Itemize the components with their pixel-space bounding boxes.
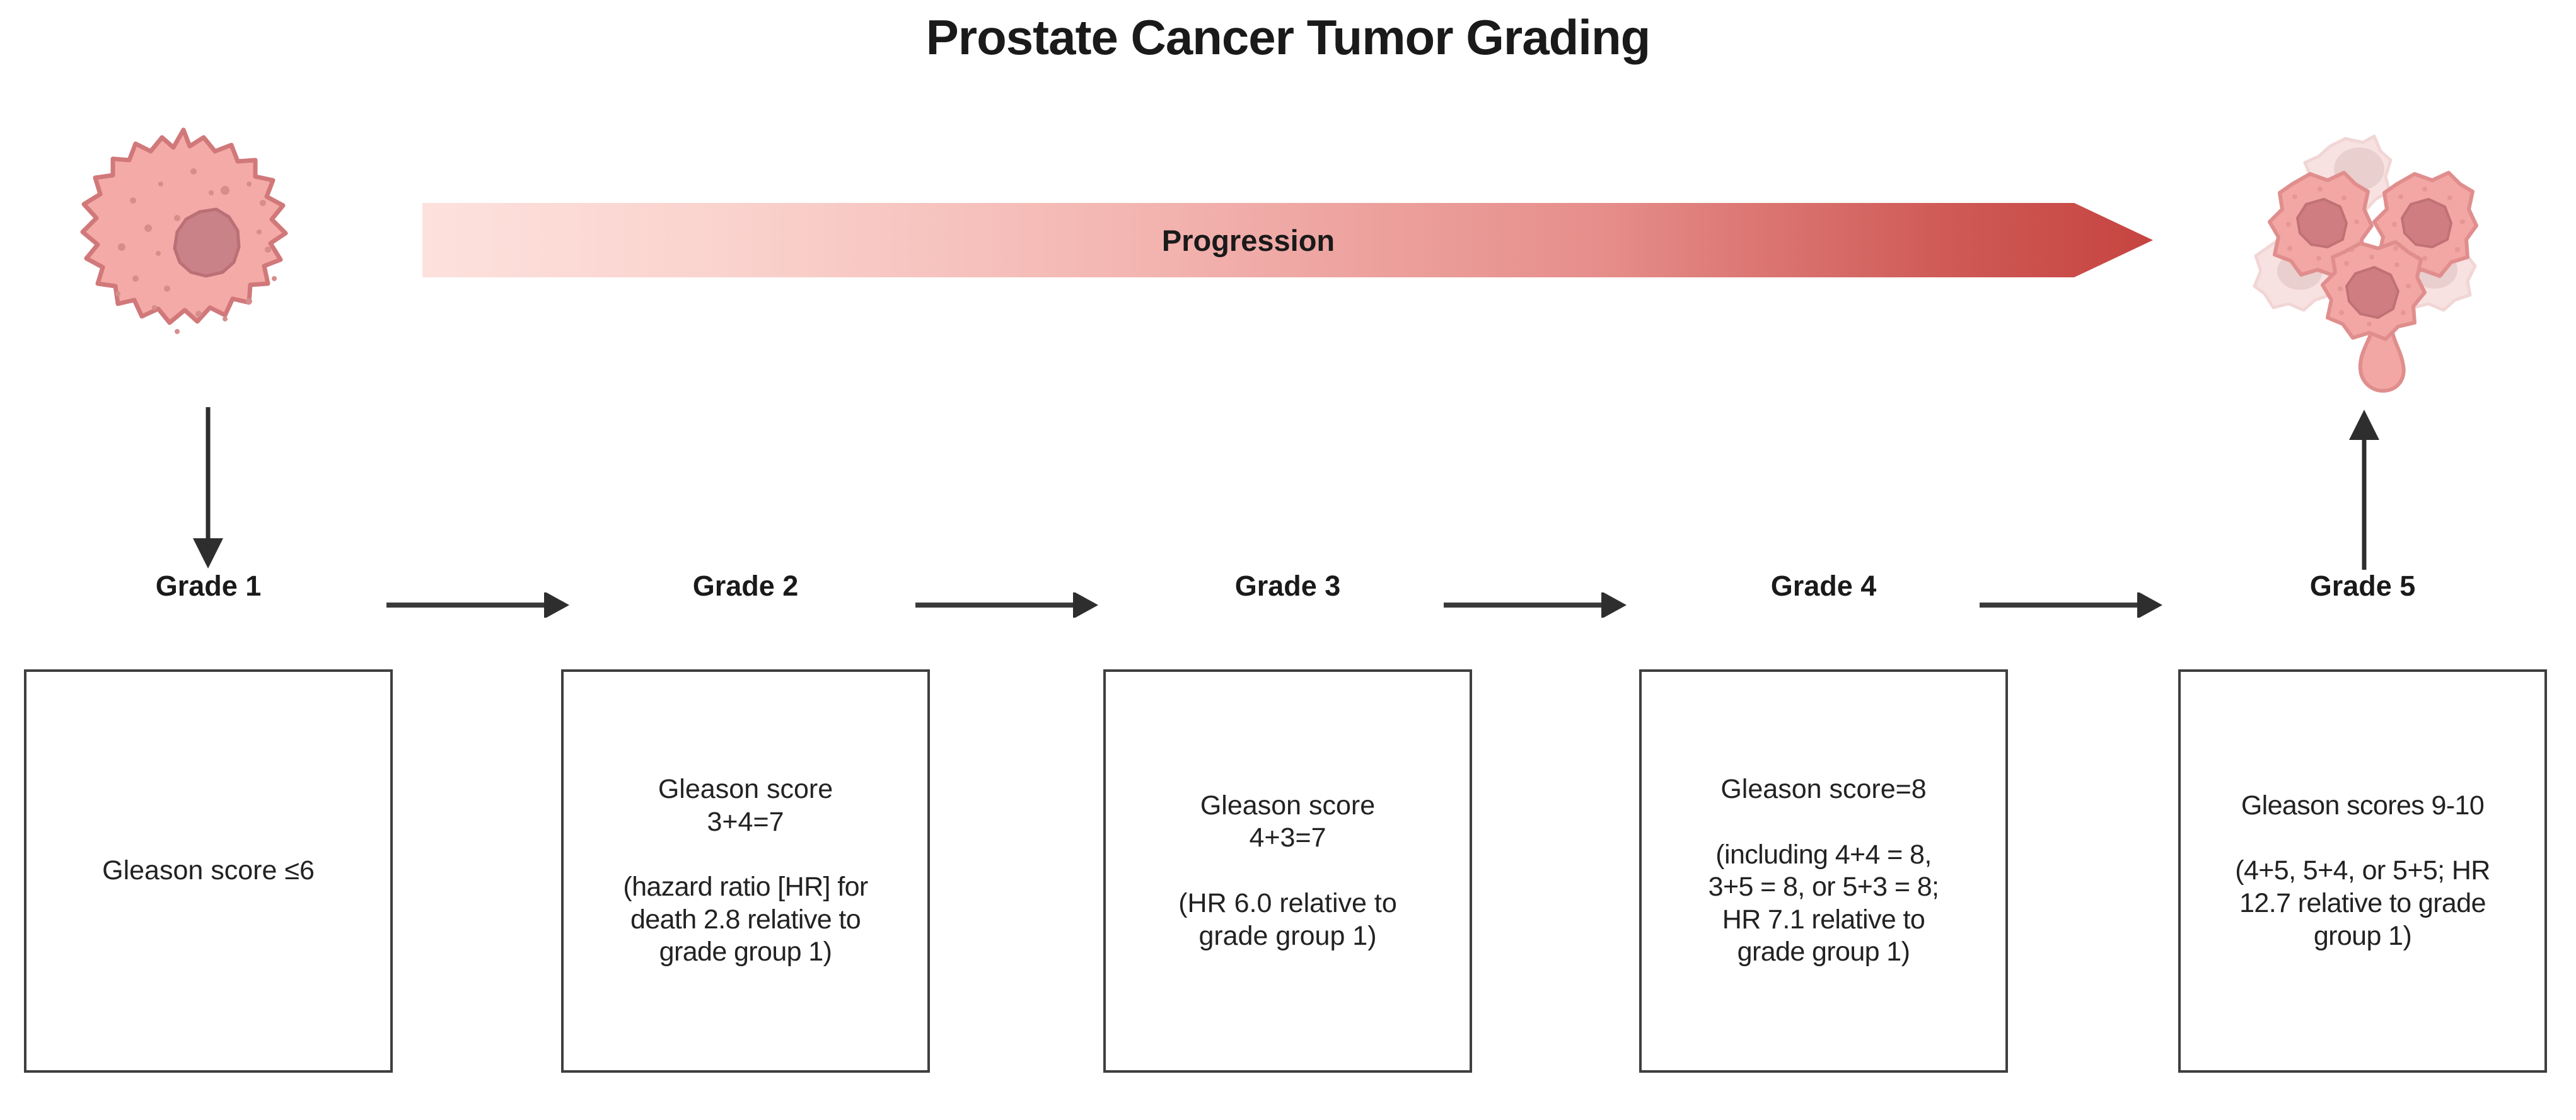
- grade-box-5: Gleason scores 9-10 (4+5, 5+4, or 5+5; H…: [2178, 669, 2547, 1073]
- grade-box-3: Gleason score 4+3=7 (HR 6.0 relative to …: [1103, 669, 1472, 1073]
- arrow-grade-3-to-4: [1444, 592, 1633, 618]
- grade-1-score: Gleason score ≤6: [102, 855, 315, 886]
- grade-2-score: Gleason score 3+4=7: [658, 774, 833, 837]
- page-title: Prostate Cancer Tumor Grading: [925, 9, 1651, 65]
- grade-label-2: Grade 2: [692, 570, 799, 602]
- grade-3-note: (HR 6.0 relative to grade group 1): [1178, 888, 1397, 951]
- grade-label-3: Grade 3: [1234, 570, 1341, 602]
- grade-box-2: Gleason score 3+4=7 (hazard ratio [HR] f…: [561, 669, 930, 1073]
- arrow-grade-2-to-3: [915, 592, 1105, 618]
- tumor-cell-cluster-icon: [2251, 124, 2515, 401]
- progression-arrow: [422, 203, 2153, 277]
- grade-4-score: Gleason score=8: [1720, 774, 1927, 805]
- grade-label-4: Grade 4: [1770, 570, 1877, 602]
- grade-box-1: Gleason score ≤6: [24, 669, 393, 1073]
- grade-2-note: (hazard ratio [HR] for death 2.8 relativ…: [623, 872, 868, 967]
- grade-label-5: Grade 5: [2309, 570, 2416, 602]
- single-tumor-cell-icon: [60, 124, 306, 363]
- arrow-grade-4-to-5: [1980, 592, 2169, 618]
- arrow-up-to-grade-5-cells: [2326, 398, 2402, 575]
- progression-label: Progression: [1161, 223, 1335, 257]
- grade-5-note: (4+5, 5+4, or 5+5; HR 12.7 relative to g…: [2235, 855, 2490, 951]
- grade-label-1: Grade 1: [155, 570, 262, 602]
- grade-3-score: Gleason score 4+3=7: [1200, 790, 1376, 853]
- arrow-grade-1-to-2: [386, 592, 576, 618]
- grade-4-note: (including 4+4 = 8, 3+5 = 8, or 5+3 = 8;…: [1708, 839, 1939, 967]
- grade-5-score: Gleason scores 9-10: [2241, 790, 2485, 821]
- arrow-down-to-grade-1: [170, 403, 246, 580]
- grade-box-4: Gleason score=8 (including 4+4 = 8, 3+5 …: [1639, 669, 2008, 1073]
